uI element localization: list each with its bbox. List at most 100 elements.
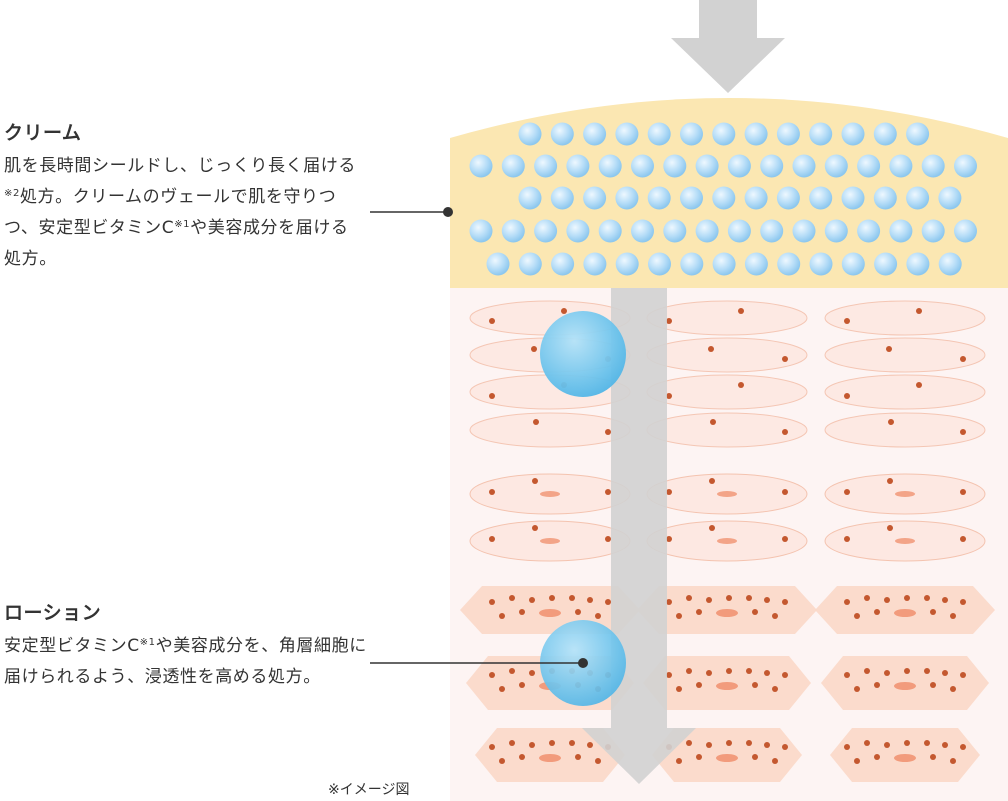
cell-dot	[854, 686, 860, 692]
cell-dot	[529, 670, 535, 676]
cell-dot	[844, 536, 850, 542]
cell-dot	[887, 525, 893, 531]
lotion-callout: ローション 安定型ビタミンC※1や美容成分を、角層細胞に届けられるよう、浸透性を…	[4, 598, 374, 693]
cell-dot	[782, 489, 788, 495]
cell-dot	[844, 393, 850, 399]
cell-dot	[666, 489, 672, 495]
cell-dot	[489, 318, 495, 324]
cell-dot	[595, 613, 601, 619]
cell-dot	[708, 346, 714, 352]
cell-dot	[887, 478, 893, 484]
cell-dot	[489, 672, 495, 678]
cell-dot	[696, 754, 702, 760]
cell-dot	[686, 595, 692, 601]
cell-dot	[772, 613, 778, 619]
cell-dot	[844, 744, 850, 750]
cell-dot	[489, 489, 495, 495]
cream-sphere	[727, 219, 751, 243]
skin-cell	[646, 374, 808, 410]
cell-dot	[752, 609, 758, 615]
cream-sphere	[874, 252, 898, 276]
cell-dot	[569, 740, 575, 746]
cell-dot	[752, 682, 758, 688]
cell-dot	[904, 740, 910, 746]
cell-dot	[854, 613, 860, 619]
skin-cell	[824, 412, 986, 448]
cell-dot	[864, 668, 870, 674]
cell-dot	[595, 758, 601, 764]
cell-dot	[533, 419, 539, 425]
cream-sphere	[566, 219, 590, 243]
cream-description: 肌を長時間シールドし、じっくり長く届ける※2処方。クリームのヴェールで肌を守りつ…	[4, 156, 356, 269]
cell-dot	[782, 536, 788, 542]
cell-dot	[666, 536, 672, 542]
cell-dot	[950, 758, 956, 764]
cell-dot	[782, 599, 788, 605]
cell-nucleus	[894, 682, 916, 690]
cell-nucleus	[895, 538, 915, 544]
cream-sphere	[534, 154, 558, 178]
cream-leader-dot	[443, 207, 453, 217]
cell-dot	[666, 672, 672, 678]
cream-sphere	[631, 219, 654, 243]
cell-dot	[752, 754, 758, 760]
cell-dot	[696, 682, 702, 688]
cell-nucleus	[539, 754, 561, 762]
image-note: ※イメージ図	[328, 782, 410, 798]
cell-dot	[676, 686, 682, 692]
cell-dot	[532, 478, 538, 484]
cell-dot	[575, 609, 581, 615]
cream-sphere	[631, 154, 654, 178]
cell-dot	[561, 308, 567, 314]
cell-dot	[549, 595, 555, 601]
cell-dot	[509, 668, 515, 674]
cream-sphere	[551, 252, 575, 276]
cell-dot	[519, 609, 525, 615]
cell-dot	[489, 393, 495, 399]
cream-sphere	[744, 122, 768, 146]
cream-sphere	[695, 154, 719, 178]
cell-dot	[706, 670, 712, 676]
cream-sphere	[518, 122, 542, 146]
cell-dot	[960, 356, 966, 362]
lotion-description: 安定型ビタミンC※1や美容成分を、角層細胞に届けられるよう、浸透性を高める処方。	[4, 636, 367, 687]
cream-sphere	[648, 252, 671, 276]
cell-dot	[532, 525, 538, 531]
cream-sphere	[889, 154, 913, 178]
cream-sphere	[534, 219, 558, 243]
cell-dot	[605, 599, 611, 605]
cream-sphere	[776, 186, 800, 210]
cell-dot	[772, 686, 778, 692]
cream-sphere	[550, 122, 574, 146]
skin-cells	[460, 300, 995, 782]
cell-dot	[930, 754, 936, 760]
penetration-arrow	[582, 288, 696, 784]
cell-dot	[942, 670, 948, 676]
cell-dot	[746, 740, 752, 746]
cell-dot	[605, 489, 611, 495]
cream-sphere	[792, 219, 816, 243]
cell-nucleus	[894, 609, 916, 617]
cell-dot	[930, 682, 936, 688]
cell-dot	[942, 597, 948, 603]
cell-dot	[960, 672, 966, 678]
cream-sphere	[744, 252, 768, 276]
cell-dot	[960, 536, 966, 542]
cream-sphere	[712, 186, 736, 210]
cell-dot	[709, 478, 715, 484]
cell-nucleus	[539, 609, 561, 617]
top-arrow	[671, 0, 785, 93]
cream-spheres	[469, 122, 977, 276]
cream-sphere	[680, 122, 703, 146]
cell-dot	[884, 742, 890, 748]
cell-dot	[726, 740, 732, 746]
skin-cell	[646, 300, 808, 336]
cell-dot	[782, 356, 788, 362]
cell-dot	[864, 595, 870, 601]
cell-dot	[930, 609, 936, 615]
cell-dot	[529, 742, 535, 748]
cream-sphere	[566, 154, 590, 178]
cream-sphere	[841, 122, 865, 146]
cream-sphere	[921, 219, 945, 243]
cell-dot	[960, 599, 966, 605]
